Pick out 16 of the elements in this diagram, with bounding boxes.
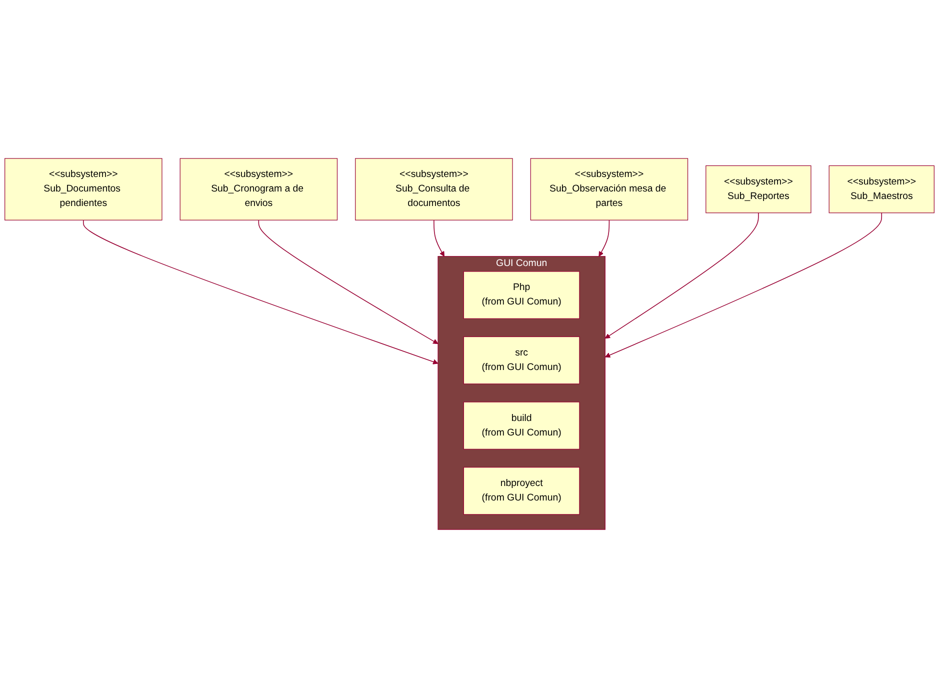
arrow	[604, 212, 759, 339]
node-box: <<subsystem>> Sub_Maestros	[828, 165, 934, 214]
arrow	[258, 220, 438, 344]
node-box: <<subsystem>> Sub_Documentos pendientes	[4, 158, 162, 220]
node-box: nbproyect (from GUI Comun)	[463, 466, 580, 515]
node-box: Php (from GUI Comun)	[463, 271, 580, 319]
node-box: <<subsystem>> Sub_Consulta de documentos	[355, 158, 513, 220]
node-box: src (from GUI Comun)	[463, 336, 580, 384]
arrow	[434, 220, 444, 257]
arrow	[598, 220, 610, 257]
arrow	[604, 212, 882, 358]
node-box: <<subsystem>> Sub_Reportes	[706, 165, 812, 214]
arrow	[83, 220, 438, 364]
node-box: build (from GUI Comun)	[463, 402, 580, 450]
node-box: <<subsystem>> Sub_Observación mesa de partes	[530, 158, 688, 220]
node-box: <<subsystem>> Sub_Cronogram a de envios	[180, 158, 338, 220]
